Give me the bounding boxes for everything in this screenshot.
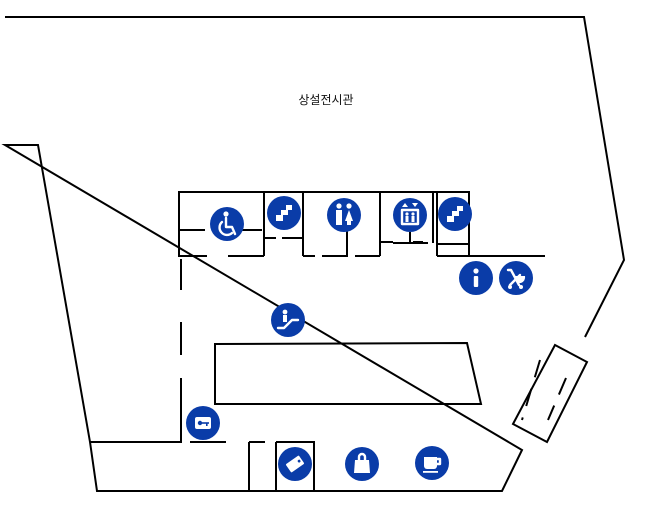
elevator-marker[interactable] <box>393 198 427 232</box>
stairs-marker-right[interactable] <box>438 197 472 231</box>
stairs-icon <box>276 205 292 221</box>
stroller-rental-marker[interactable] <box>499 261 533 295</box>
escalator-marker[interactable] <box>271 303 305 337</box>
locker-icon <box>195 417 211 429</box>
stroller-icon <box>506 268 526 289</box>
service-core <box>178 191 545 257</box>
information-marker[interactable] <box>459 261 493 295</box>
locker-marker[interactable] <box>186 406 220 440</box>
accessible-restroom-marker[interactable] <box>210 207 244 241</box>
ticket-marker[interactable] <box>278 447 312 481</box>
cafe-marker[interactable] <box>415 446 449 480</box>
info-icon <box>473 268 479 287</box>
wheelchair-icon <box>218 211 237 237</box>
building-walls <box>1 16 626 492</box>
gallery-walls <box>90 259 483 491</box>
shopping-bag-icon <box>354 452 370 473</box>
ticket-icon <box>285 455 305 473</box>
escalator-icon <box>276 309 300 330</box>
restroom-marker[interactable] <box>327 198 361 232</box>
room-label-permanent-exhibition: 상설전시관 <box>298 93 353 107</box>
stairs-marker-left[interactable] <box>267 196 301 230</box>
stairs-icon <box>447 206 463 222</box>
exhibit-island <box>214 341 483 405</box>
entrance-door <box>511 343 589 444</box>
coffee-cup-icon <box>423 457 442 473</box>
elevator-icon <box>400 203 420 226</box>
gift-shop-marker[interactable] <box>345 447 379 481</box>
restroom-icon <box>336 203 353 225</box>
